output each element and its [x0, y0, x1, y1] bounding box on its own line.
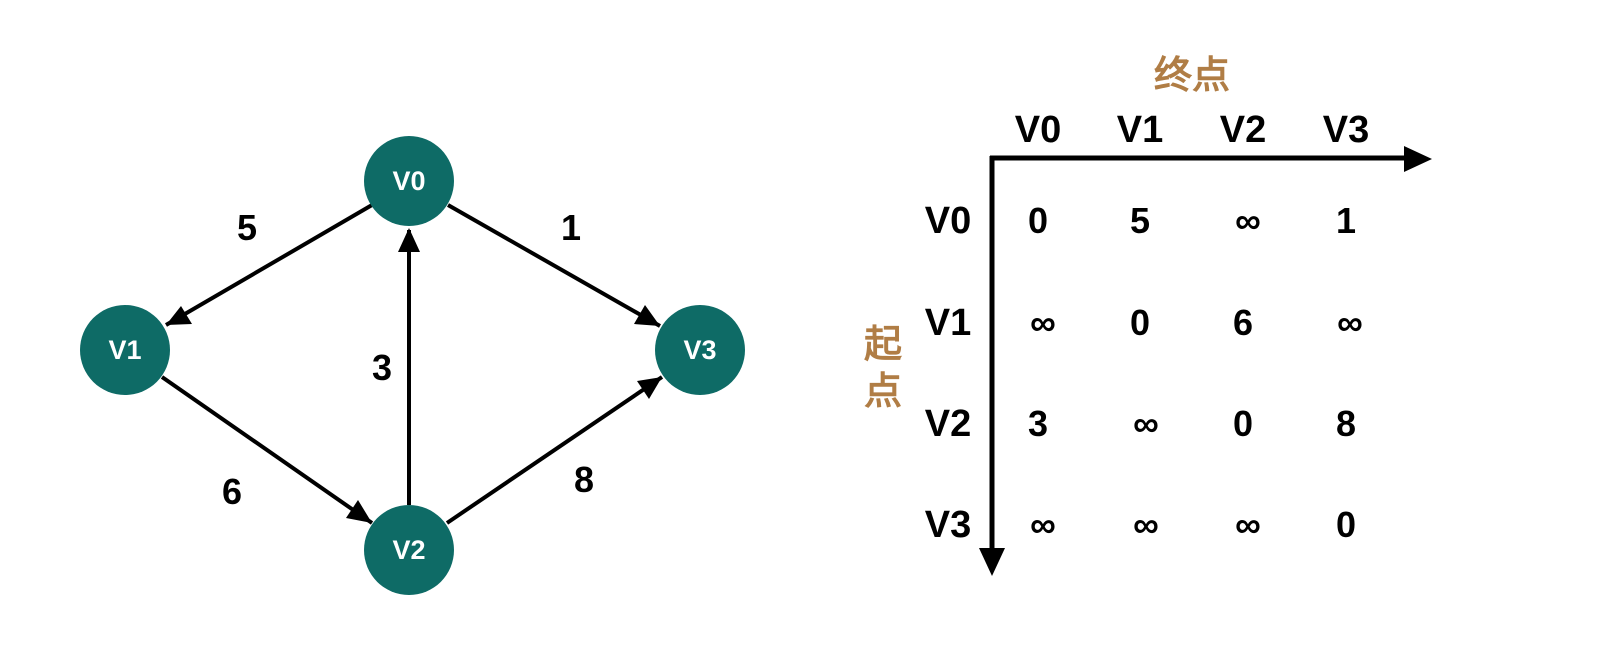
edge-v1-v2	[160, 375, 374, 525]
column-header-v2: V2	[1220, 109, 1266, 151]
graph-edges	[160, 203, 664, 525]
matrix-cell-v2-v3: 8	[1336, 403, 1356, 444]
matrix-cell-v1-v2: 6	[1233, 302, 1253, 343]
graph-node-v3: V3	[655, 305, 745, 395]
graph-node-v2: V2	[364, 505, 454, 595]
edge-v0-v3-arrowhead	[634, 305, 660, 326]
adjacency-matrix: 终点 起 点 V0 V1 V2 V3 V0 V1 V2 V3 0 5 ∞ 1 ∞…	[864, 53, 1432, 576]
column-axis-title: 终点	[1154, 53, 1230, 97]
column-axis-arrowhead	[1404, 146, 1432, 172]
edge-weights: 5 1 3 6 8	[222, 207, 594, 512]
matrix-cell-v1-v0: ∞	[1030, 302, 1056, 343]
node-circle	[364, 136, 454, 226]
node-label-v1: V1	[108, 335, 141, 365]
row-axis-title-line1: 起	[864, 322, 903, 366]
row-axis-arrowhead	[979, 548, 1005, 576]
matrix-cell-v0-v0: 0	[1028, 200, 1048, 241]
matrix-cell-v1-v3: ∞	[1337, 302, 1363, 343]
edge-v2-v3-arrowhead	[637, 377, 662, 399]
column-header-v3: V3	[1323, 109, 1369, 151]
node-circle	[364, 505, 454, 595]
edge-weight-v2-v3: 8	[574, 459, 594, 500]
matrix-cell-v0-v1: 5	[1130, 200, 1150, 241]
node-circle	[80, 305, 170, 395]
edge-weight-v2-v0: 3	[372, 347, 392, 388]
graph-nodes: V0 V1 V2 V3	[80, 136, 745, 595]
matrix-cell-v2-v2: 0	[1233, 403, 1253, 444]
row-header-v2: V2	[925, 403, 971, 445]
matrix-cell-v3-v0: ∞	[1030, 504, 1056, 545]
edge-v2-v3	[445, 375, 664, 525]
edge-weight-v1-v2: 6	[222, 471, 242, 512]
node-label-v0: V0	[392, 166, 425, 196]
row-header-v3: V3	[925, 504, 971, 546]
edge-v2-v0-arrowhead	[398, 228, 420, 252]
node-circle	[655, 305, 745, 395]
edge-v0-v1-arrowhead	[166, 306, 192, 325]
matrix-cell-v3-v3: 0	[1336, 504, 1356, 545]
edge-v1-v2-arrowhead	[346, 500, 372, 523]
column-header-v1: V1	[1117, 109, 1163, 151]
matrix-cell-v3-v2: ∞	[1235, 504, 1261, 545]
column-header-v0: V0	[1015, 109, 1061, 151]
matrix-cell-v0-v3: 1	[1336, 200, 1356, 241]
graph-node-v0: V0	[364, 136, 454, 226]
node-label-v3: V3	[683, 335, 716, 365]
graph-node-v1: V1	[80, 305, 170, 395]
matrix-cell-v0-v2: ∞	[1235, 200, 1261, 241]
row-header-v1: V1	[925, 302, 971, 344]
edge-weight-v0-v3: 1	[561, 207, 581, 248]
edge-weight-v0-v1: 5	[237, 207, 257, 248]
row-axis-title-line2: 点	[864, 369, 902, 413]
row-header-v0: V0	[925, 200, 971, 242]
matrix-cell-v1-v1: 0	[1130, 302, 1150, 343]
matrix-cell-v2-v1: ∞	[1133, 403, 1159, 444]
node-label-v2: V2	[392, 535, 425, 565]
edge-v0-v3	[447, 203, 661, 328]
edge-v0-v1	[164, 203, 374, 327]
matrix-cell-v2-v0: 3	[1028, 403, 1048, 444]
matrix-cell-v3-v1: ∞	[1133, 504, 1159, 545]
